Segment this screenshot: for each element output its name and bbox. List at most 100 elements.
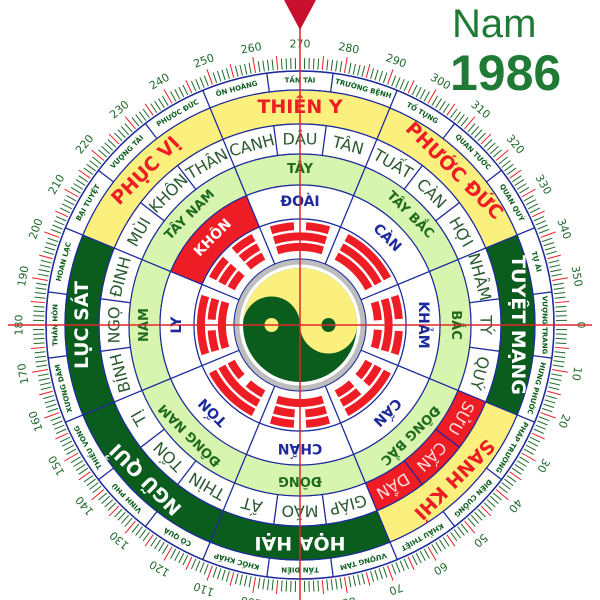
degree-tick [44,231,60,238]
trigram-solid-line [344,369,391,416]
degree-label: 260 [240,40,263,56]
degree-tick [83,167,94,175]
degree-tick [33,305,45,308]
degree-tick [435,98,442,109]
trigram-broken-line [390,294,403,320]
degree-tick [44,399,56,404]
degree-tick [64,199,75,206]
degree-tick [275,55,279,71]
degree-tick [34,351,46,354]
degree-label: 150 [46,453,68,478]
degree-tick [248,576,252,588]
degree-tick [374,69,379,81]
degree-tick [98,149,108,158]
degree-tick [154,539,161,550]
degree-label: 200 [26,217,45,241]
degree-tick [439,100,446,111]
trigram-solid-line [334,252,373,291]
degree-tick [52,224,63,230]
trigram-broken-line [207,330,220,353]
degree-tick [543,242,555,247]
degree-tick [35,287,47,290]
degree-tick [36,364,48,368]
degree-tick [217,70,222,82]
degree-tick [271,59,274,71]
degree-tick [365,572,371,586]
degree-tick [117,129,126,139]
degree-tick [330,579,334,591]
degree-tick [124,517,133,527]
trigram-broken-line [218,263,237,286]
trigram-broken-line [238,243,261,262]
trigram-broken-line [245,252,266,270]
degree-tick [548,259,560,264]
degree-tick [519,456,530,463]
degree-tick [374,569,379,581]
degree-tick [535,220,546,226]
degree-tick [555,310,567,313]
degree-tick [415,86,422,98]
degree-tick [124,123,133,133]
degree-tick [190,558,197,570]
degree-tick [55,432,69,440]
birth-year: 1986 [450,45,562,101]
degree-tick [489,145,499,155]
degree-tick [365,64,371,78]
degree-tick [554,300,570,304]
trigram-broken-line [245,380,266,398]
degree-tick [195,560,201,571]
degree-tick [104,499,114,508]
degree-tick [431,544,438,555]
degree-label: 60 [431,559,450,577]
degree-tick [439,539,446,550]
degree-tick [399,79,405,90]
degree-tick [464,520,476,534]
degree-tick [464,116,476,130]
degree-tick [552,368,568,373]
degree-tick [138,111,147,121]
degree-label: 140 [73,493,96,517]
degree-tick [519,187,530,194]
degree-tick [498,485,508,494]
trigram-broken-line [269,415,295,428]
degree-tick [419,550,426,561]
degree-tick [40,259,52,264]
degree-tick [182,554,189,566]
degree-tick [348,62,352,74]
degree-tick [120,126,130,136]
degree-tick [33,342,45,345]
trigram-broken-line [305,415,331,428]
degree-tick [335,578,338,590]
degree-tick [73,183,84,190]
degree-tick [104,142,114,151]
degree-tick [335,60,338,72]
degree-tick [457,114,465,124]
degree-tick [280,580,283,592]
degree-tick [535,424,546,430]
degree-tick [89,482,99,490]
degree-tick [158,98,165,109]
degree-label: 320 [504,132,527,156]
degree-tick [36,282,48,286]
degree-tick [39,254,53,260]
degree-tick [234,573,239,585]
degree-tick [516,183,527,190]
degree-tick [549,264,561,268]
degree-tick [114,132,123,142]
degree-tick [170,91,177,102]
degree-tick [37,273,49,277]
degree-tick [521,452,536,462]
trigram-broken-line [272,405,295,418]
degree-tick [50,228,62,234]
degree-tick [73,460,84,467]
degree-tick [511,175,522,183]
degree-tick [555,337,567,340]
degree-tick [182,84,189,96]
degree-tick [529,436,541,443]
degree-label: 120 [147,557,172,579]
degree-tick [243,575,248,587]
degree-tick [138,529,147,539]
trigram-broken-line [207,297,220,320]
degree-label: 210 [46,172,68,197]
trigram-solid-line [209,369,256,416]
